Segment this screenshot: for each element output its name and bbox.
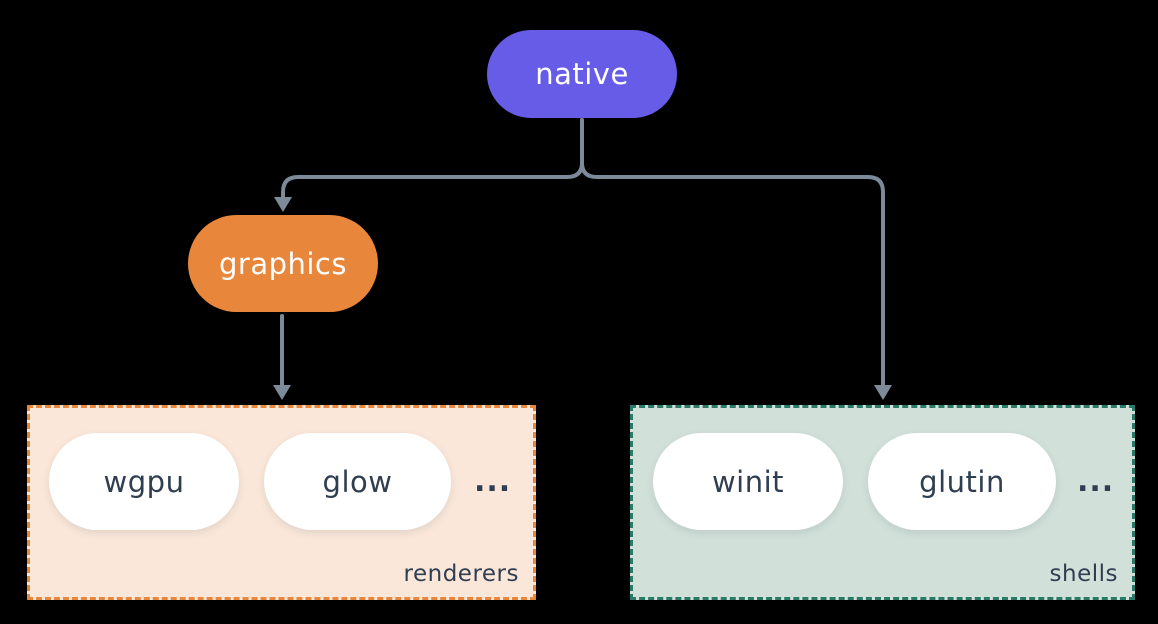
arrowhead-graphics (274, 197, 292, 212)
group-shells-label: shells (1049, 561, 1118, 587)
group-renderers: wgpu glow ... renderers (27, 405, 536, 600)
node-graphics: graphics (188, 215, 378, 312)
edge-native-to-shells (580, 161, 885, 388)
node-native-label: native (535, 57, 629, 91)
node-glutin-label: glutin (919, 464, 1005, 499)
arrowhead-renderers (273, 385, 291, 400)
node-wgpu: wgpu (49, 433, 239, 530)
node-winit: winit (653, 433, 843, 530)
node-winit-label: winit (711, 464, 785, 499)
node-native: native (487, 30, 677, 118)
renderers-ellipsis: ... (474, 464, 512, 499)
arrowhead-shells (874, 385, 892, 400)
group-renderers-label: renderers (403, 561, 519, 587)
node-graphics-label: graphics (218, 246, 347, 281)
shells-ellipsis: ... (1077, 464, 1115, 499)
node-glow-label: glow (322, 464, 393, 499)
edge-native-to-graphics (281, 118, 584, 200)
node-wgpu-label: wgpu (103, 464, 185, 499)
node-glow: glow (264, 433, 451, 530)
group-shells: winit glutin ... shells (630, 405, 1135, 600)
node-glutin: glutin (868, 433, 1056, 530)
